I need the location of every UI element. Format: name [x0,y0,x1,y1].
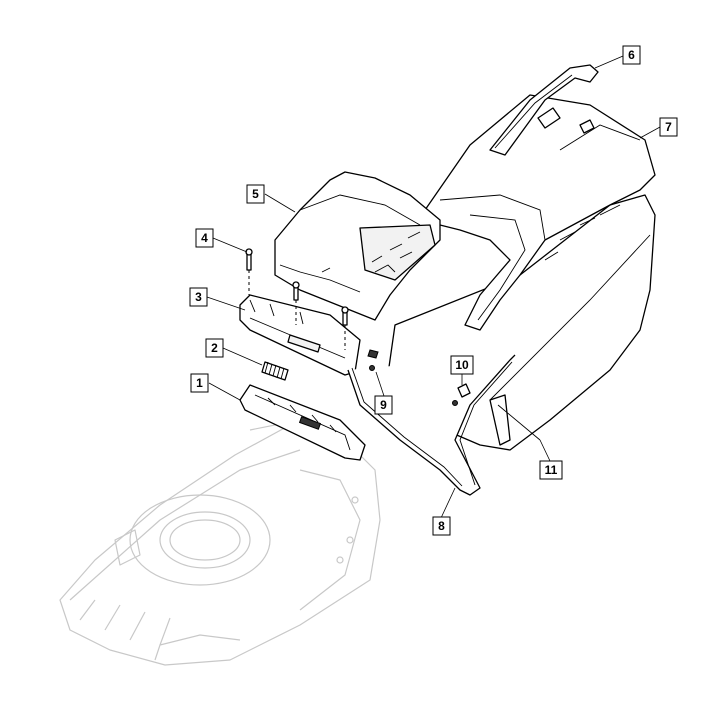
svg-text:10: 10 [455,358,469,372]
svg-text:3: 3 [195,290,202,304]
svg-text:6: 6 [628,48,635,62]
leader-lines [206,55,661,519]
svg-text:11: 11 [545,463,558,477]
callout-11: 11 [539,460,563,480]
clips [367,349,471,406]
callout-1: 1 [190,373,209,393]
callout-2: 2 [205,338,224,358]
svg-text:9: 9 [380,398,387,412]
callout-4: 4 [195,228,214,248]
svg-text:1: 1 [196,376,203,390]
svg-text:8: 8 [438,519,445,533]
hinge-base [239,384,366,461]
screws [245,248,349,350]
callout-5: 5 [246,184,265,204]
callout-3: 3 [189,287,208,307]
grass-bag-top-cover [424,94,656,331]
wire-frame [347,354,516,496]
spring [261,361,289,381]
mower-deck-outline [59,419,381,666]
callout-7: 7 [659,117,678,137]
svg-text:4: 4 [201,231,208,245]
callout-9: 9 [374,395,393,415]
rear-flap-cover [274,171,441,321]
callout-6: 6 [622,45,641,65]
svg-text:7: 7 [665,120,672,134]
svg-text:5: 5 [252,187,259,201]
callout-10: 10 [450,355,474,375]
callout-8: 8 [432,516,451,536]
svg-text:2: 2 [211,341,218,355]
grass-bag-handle [489,64,599,156]
